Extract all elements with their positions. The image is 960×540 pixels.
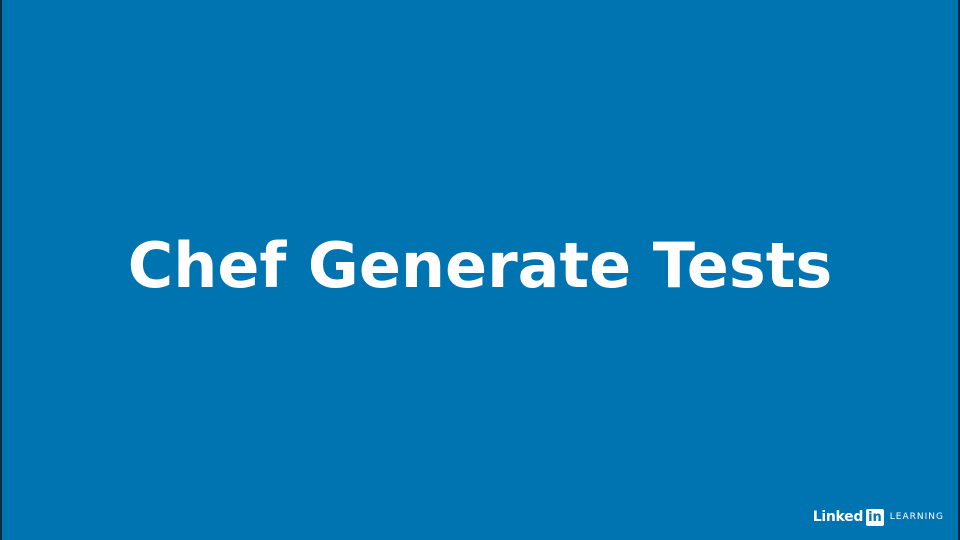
slide-title: Chef Generate Tests xyxy=(127,229,833,302)
logo-linked-text: Linked xyxy=(812,509,864,525)
logo-in-badge: in xyxy=(866,508,884,526)
linkedin-learning-logo: Linked in LEARNING xyxy=(813,508,944,526)
logo-learning-text: LEARNING xyxy=(889,512,944,522)
